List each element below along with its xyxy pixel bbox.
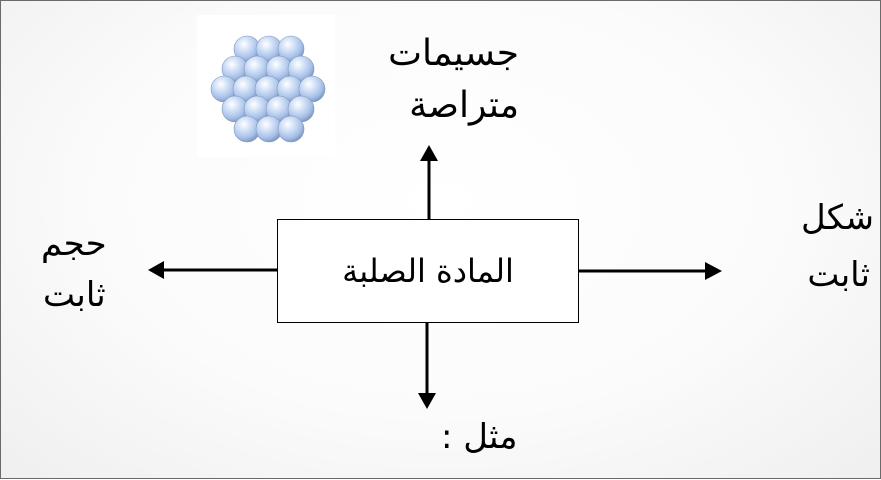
particle-sphere [277,115,305,143]
right-label-line2: ثابت [807,255,870,295]
left-label-line2: ثابت [43,275,106,315]
arrow-left [148,261,277,279]
top-label-line1: جسيمات [388,33,519,74]
center-label: المادة الصلبة [342,252,514,290]
arrow-up [420,145,438,219]
top-label-line2: متراصة [409,85,519,126]
arrow-right [579,262,722,280]
right-label-line1: شكل [800,198,874,238]
left-label-line1: حجم [41,224,107,264]
packed-particles-image [210,35,326,143]
bottom-label: مثل : [441,417,518,457]
arrow-down [418,323,436,409]
center-box: المادة الصلبة [277,219,579,323]
